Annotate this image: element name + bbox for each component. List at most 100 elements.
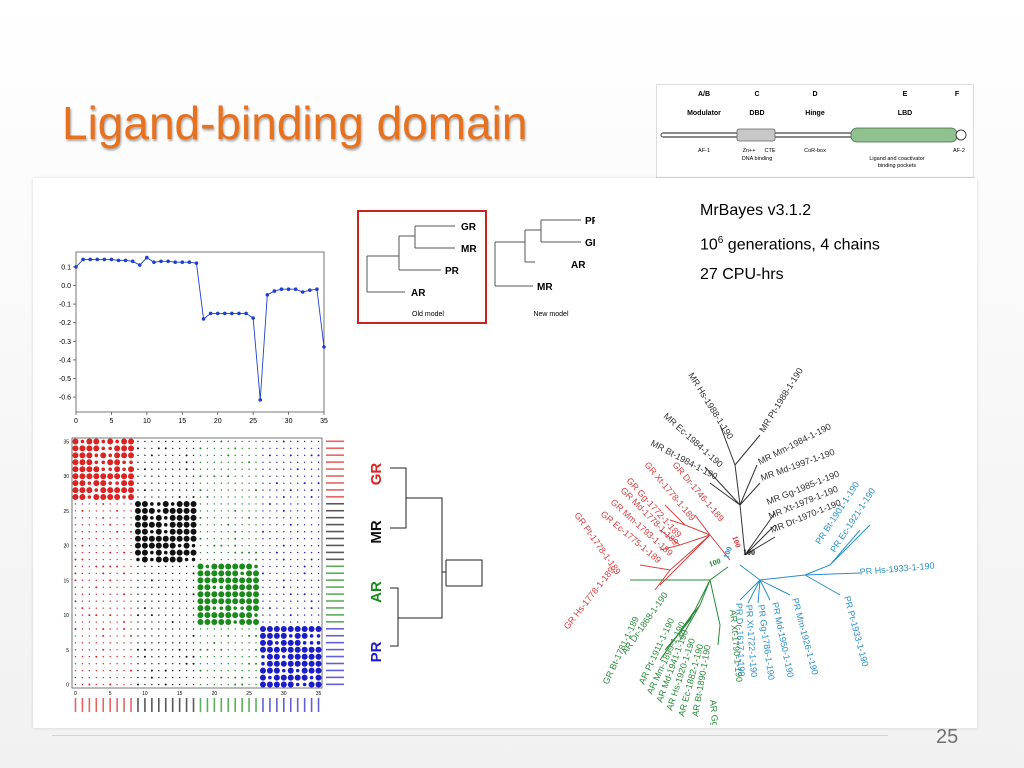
matrix-dot xyxy=(81,600,84,602)
matrix-dot xyxy=(155,535,162,542)
matrix-row-label-mark xyxy=(326,537,344,540)
matrix-dot xyxy=(102,593,104,595)
matrix-col-label-mark xyxy=(158,698,160,712)
matrix-dot xyxy=(282,668,286,673)
matrix-dot xyxy=(227,642,229,644)
matrix-dot xyxy=(227,634,230,637)
matrix-dot xyxy=(143,468,146,471)
matrix-dot xyxy=(283,447,285,450)
matrix-dot xyxy=(192,634,195,637)
matrix-dot xyxy=(301,660,308,667)
matrix-dot xyxy=(310,614,313,616)
matrix-dot xyxy=(283,461,285,464)
matrix-dot xyxy=(269,447,271,450)
matrix-dot xyxy=(79,452,86,459)
label-zn: Zn++ xyxy=(743,148,756,154)
matrix-dot xyxy=(192,475,195,477)
matrix-dot xyxy=(262,496,264,498)
matrix-dot xyxy=(283,475,285,477)
mr-branches xyxy=(704,424,776,556)
matrix-dot xyxy=(165,607,167,609)
matrix-dot xyxy=(275,551,278,554)
matrix-dot xyxy=(185,565,188,568)
y-tick-label: -0.4 xyxy=(59,357,71,364)
matrix-dot xyxy=(317,496,320,498)
matrix-dot xyxy=(262,621,264,623)
matrix-dot xyxy=(109,551,112,554)
matrix-x-tick: 20 xyxy=(212,691,218,697)
matrix-dot xyxy=(199,635,202,637)
matrix-dot xyxy=(241,551,244,554)
matrix-dot xyxy=(176,535,183,542)
mr-leaf-2: MR Pt-1988-1-190 xyxy=(757,366,805,434)
matrix-dot xyxy=(123,579,125,582)
matrix-dot xyxy=(108,453,112,458)
matrix-dot xyxy=(169,521,176,528)
matrix-x-tick: 5 xyxy=(109,691,112,697)
matrix-dot xyxy=(130,544,132,547)
matrix-dot xyxy=(255,524,257,526)
matrix-dot xyxy=(275,641,279,645)
matrix-dot xyxy=(171,607,174,609)
matrix-dot xyxy=(317,558,320,561)
matrix-dot xyxy=(197,605,204,612)
matrix-dot xyxy=(121,473,128,480)
matrix-dot xyxy=(158,579,160,582)
matrix-dot xyxy=(317,440,320,443)
matrix-dot xyxy=(290,579,292,582)
line-point xyxy=(130,259,135,264)
matrix-dot xyxy=(144,621,146,623)
matrix-dot xyxy=(248,676,250,679)
matrix-dot xyxy=(74,544,77,547)
matrix-dot xyxy=(259,674,266,681)
matrix-dot xyxy=(303,461,306,464)
matrix-dot xyxy=(171,489,174,491)
matrix-dot xyxy=(255,683,257,686)
matrix-dot xyxy=(74,586,77,589)
matrix-dot xyxy=(248,551,251,554)
matrix-dot xyxy=(206,454,209,457)
matrix-dot xyxy=(290,503,292,505)
matrix-dot xyxy=(100,487,107,494)
matrix-dot xyxy=(165,468,167,470)
matrix-dot xyxy=(155,556,162,563)
matrix-dot xyxy=(137,440,139,443)
y-tick-label: 0.1 xyxy=(61,264,71,271)
matrix-dot xyxy=(178,461,181,464)
matrix-dot xyxy=(81,509,84,512)
matrix-dot xyxy=(178,621,181,623)
matrix-dot xyxy=(241,656,243,658)
matrix-dot xyxy=(137,642,139,644)
matrix-dot xyxy=(88,537,91,540)
matrix-dot xyxy=(262,614,264,616)
matrix-frame xyxy=(71,437,323,689)
matrix-dot xyxy=(130,572,132,575)
matrix-row-label-mark xyxy=(326,586,344,588)
matrix-dot xyxy=(211,598,218,605)
matrix-dot xyxy=(255,531,257,533)
matrix-dot xyxy=(255,468,257,470)
matrix-dot xyxy=(282,579,285,582)
matrix-dot xyxy=(130,593,132,595)
matrix-dot xyxy=(171,475,174,477)
matrix-col-label-mark xyxy=(255,698,257,712)
matrix-dot xyxy=(165,656,167,658)
matrix-dot xyxy=(192,600,195,602)
matrix-dot xyxy=(74,614,77,616)
matrix-dot xyxy=(95,662,98,665)
matrix-dot xyxy=(95,510,98,512)
matrix-dot xyxy=(283,482,285,484)
matrix-dot xyxy=(192,579,195,582)
matrix-dot xyxy=(144,628,146,630)
matrix-dot xyxy=(165,600,167,602)
matrix-dot xyxy=(234,656,236,658)
matrix-dot xyxy=(86,459,93,466)
gr-leaf-3: GR Gg-1772-1-189 xyxy=(625,476,684,540)
matrix-dot xyxy=(150,676,153,679)
matrix-dot xyxy=(213,468,216,470)
matrix-dot xyxy=(150,669,153,672)
matrix-dot xyxy=(151,593,153,595)
tree-models-svg: GR MR PR AR Old model PR GR AR MR New mo… xyxy=(357,210,595,324)
matrix-dot xyxy=(122,460,126,465)
matrix-dot xyxy=(269,551,271,554)
